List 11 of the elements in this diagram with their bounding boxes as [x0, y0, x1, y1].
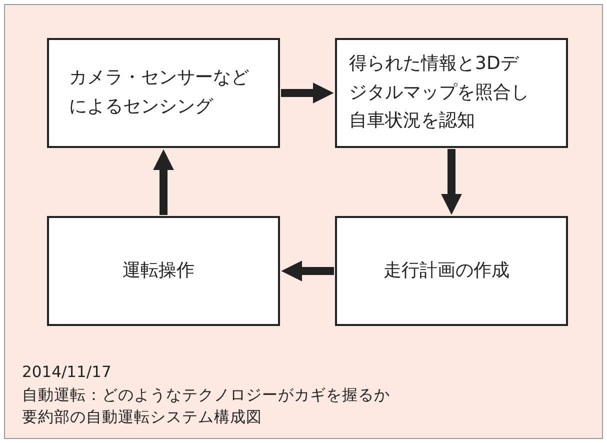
- process-box: 走行計画の作成: [335, 216, 568, 326]
- caption-text: 自動運転：どのようなテクノロジーがカギを握るか: [22, 385, 390, 406]
- process-box: 得られた情報と3Dデジタルマップを照合し自車状況を認知: [335, 38, 568, 148]
- date-text: 2014/11/17: [22, 363, 112, 381]
- arrow: [153, 149, 174, 215]
- process-box: カメラ・センサーなどによるセンシング: [47, 38, 280, 148]
- arrow: [441, 149, 462, 215]
- process-box: 運転操作: [47, 216, 280, 326]
- arrow: [281, 82, 334, 104]
- caption-text: 要約部の自動運転システム構成図: [22, 407, 262, 428]
- arrow: [281, 260, 334, 282]
